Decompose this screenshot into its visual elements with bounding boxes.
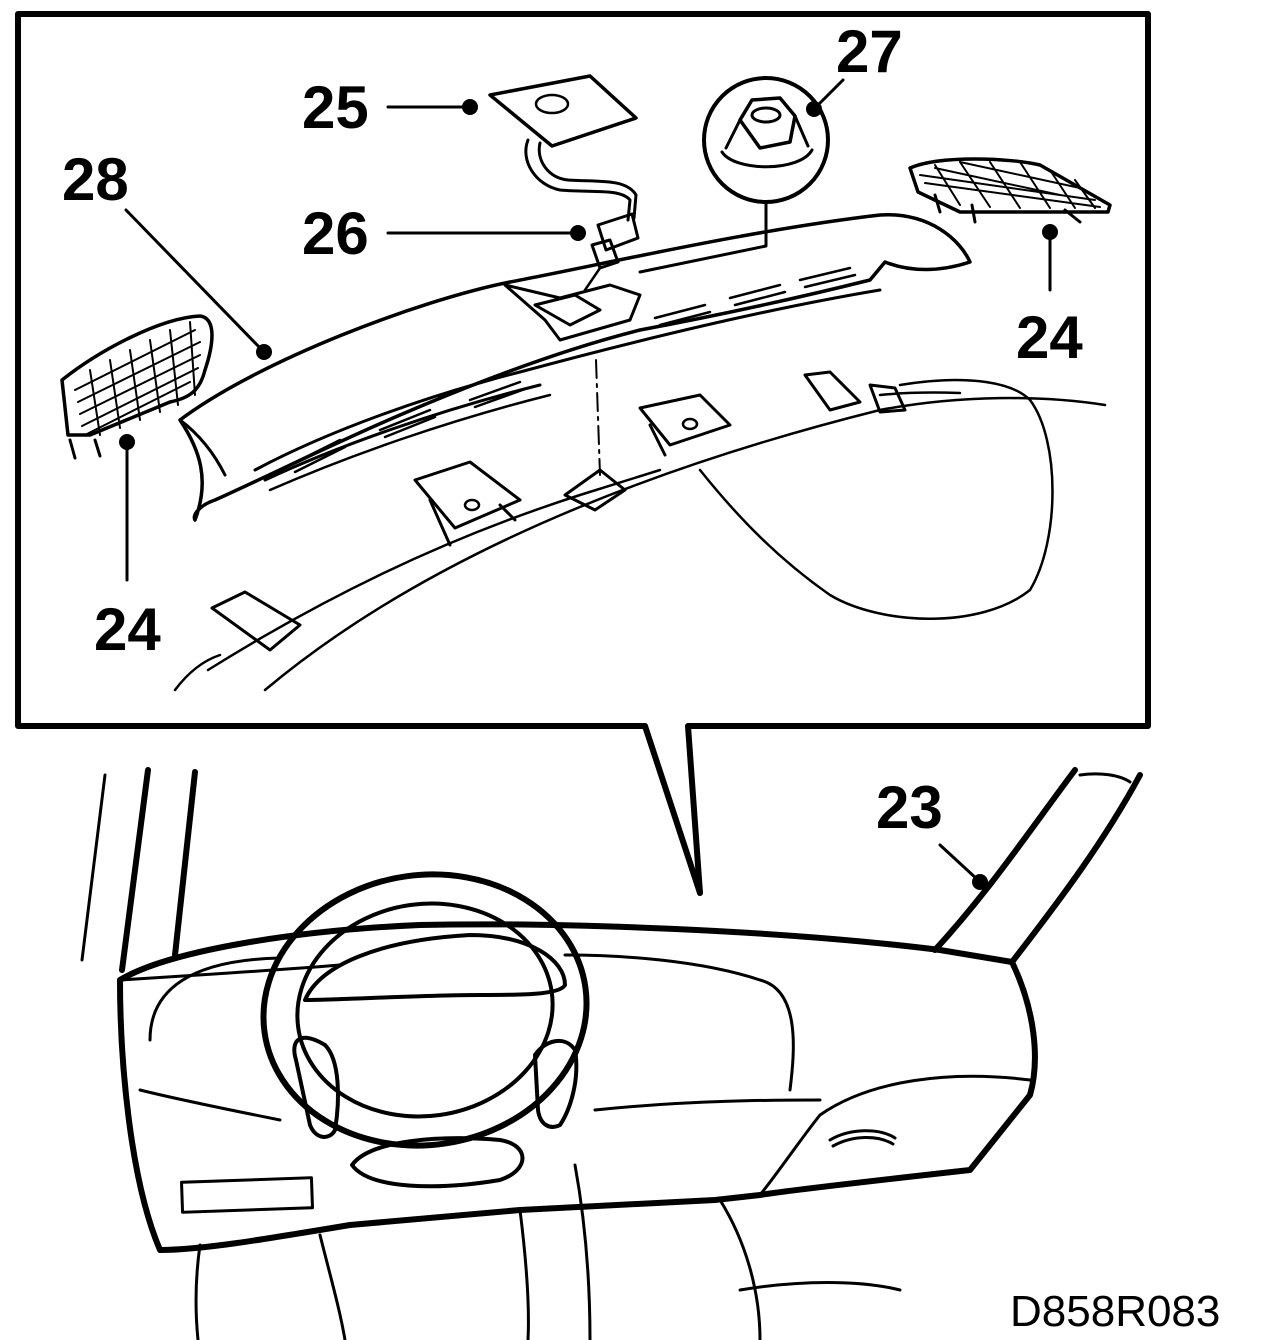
steering-wheel (260, 871, 590, 1189)
leader-dot-24-left (119, 434, 135, 450)
detail-callout-box (15, 11, 1151, 896)
callout-25: 25 (302, 74, 369, 141)
clip-bracket (210, 468, 627, 652)
callout-24-left: 24 (94, 596, 161, 663)
callout-labels: 25 26 27 28 24 24 23 (62, 18, 1083, 841)
leader-dot-24-right (1042, 224, 1058, 240)
mounting-bracket-center (638, 393, 732, 457)
alignment-line (595, 359, 601, 476)
sensor-bracket (488, 74, 638, 222)
callout-26: 26 (302, 200, 369, 267)
drawing-code: D858R083 (1010, 1287, 1220, 1336)
wire-connector (583, 212, 640, 292)
leader-dot-25 (462, 99, 478, 115)
flange-nut-magnifier (638, 76, 830, 274)
leader-dot-27 (806, 101, 822, 117)
callout-23: 23 (876, 774, 943, 841)
speaker-grille-left (60, 314, 214, 460)
mounting-bracket-left (413, 460, 522, 547)
speaker-grille-right (908, 157, 1112, 224)
leader-dot-26 (570, 225, 586, 241)
callout-28: 28 (62, 146, 129, 213)
leader-dot-28 (256, 344, 272, 360)
a-pillar-right (932, 767, 1143, 965)
leader-lines (119, 78, 1058, 890)
leader-dot-23 (972, 874, 988, 890)
body-shell-outline (173, 378, 1107, 692)
callout-27: 27 (836, 18, 903, 85)
dashboard-top-panel (178, 213, 972, 522)
a-pillar-left (80, 767, 198, 973)
mounting-bracket-right (803, 370, 907, 414)
dashboard-assembly (117, 921, 1038, 1340)
callout-24-right: 24 (1016, 304, 1083, 371)
